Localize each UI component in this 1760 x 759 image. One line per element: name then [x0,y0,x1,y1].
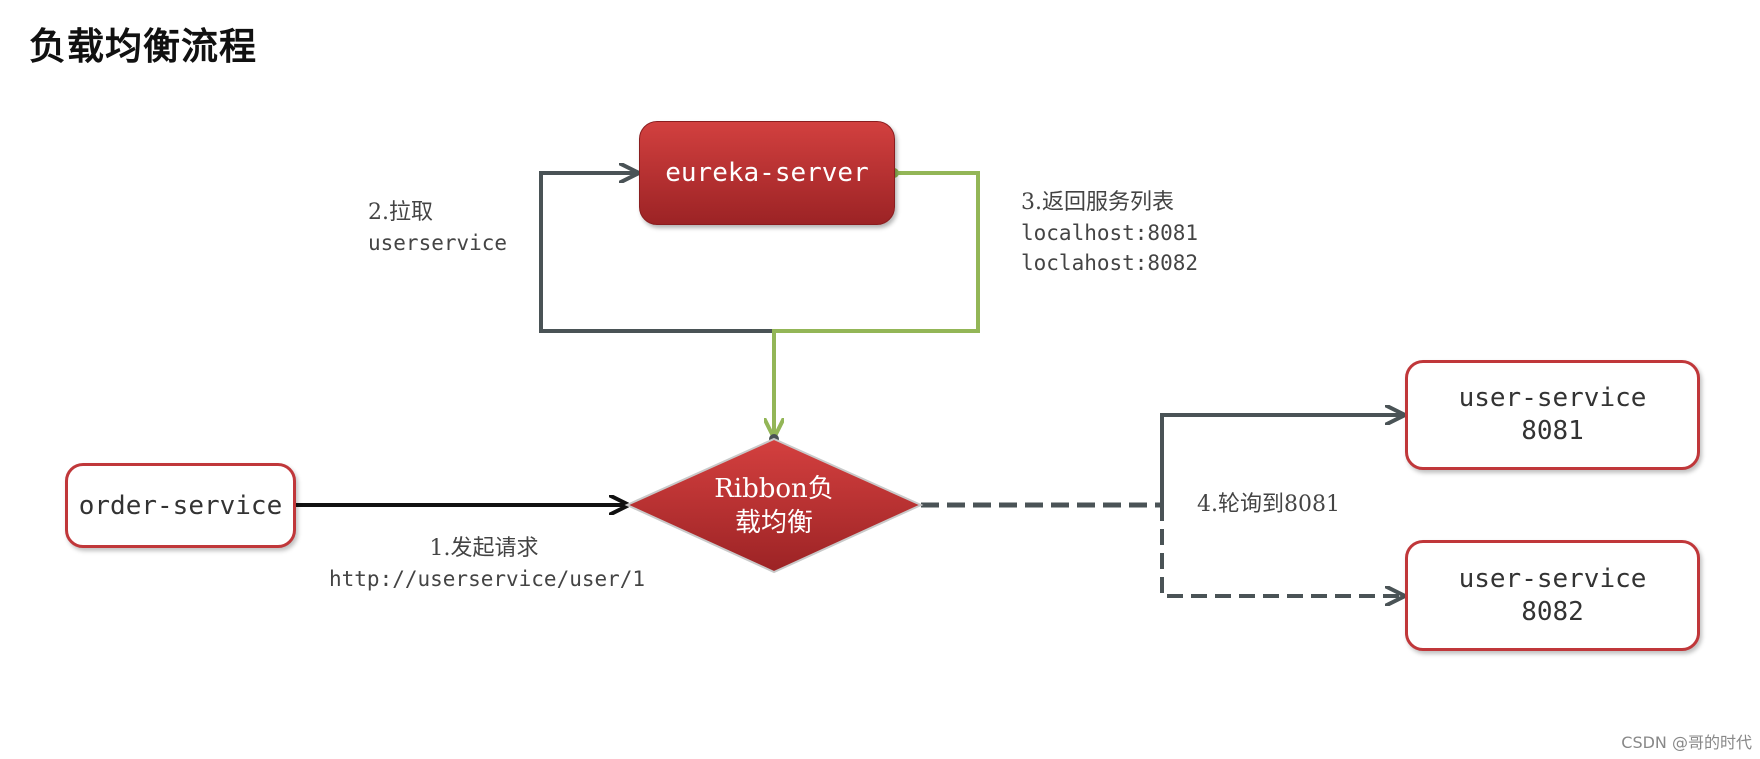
step4-title: 4.轮询到8081 [1197,492,1340,517]
step2-sub: userservice [368,231,508,255]
user-service-8082-port: 8082 [1521,596,1584,627]
user-service-8081-port: 8081 [1521,416,1584,446]
step4-label: 4.轮询到8081 [1197,490,1340,520]
arrow-to-8082 [1160,505,1403,596]
user-service-8081-name: user-service [1458,383,1647,413]
user-service-8082-node: user-service 8082 [1405,540,1700,651]
step3-label: 3.返回服务列表 localhost:8081 loclahost:8082 [1021,188,1198,278]
arrow-to-8081 [1160,415,1403,505]
step3-item1: localhost:8081 [1021,221,1199,245]
ribbon-label-line2: 载均衡 [734,508,813,538]
arrow-pull [539,173,774,333]
step3-item2: loclahost:8082 [1021,251,1199,275]
ribbon-label-line1: Ribbon负 [714,474,834,504]
eureka-server-node: eureka-server [639,121,895,225]
step2-title: 2.拉取 [368,200,433,225]
order-service-node: order-service [65,463,296,548]
step2-label: 2.拉取 userservice [368,198,507,258]
page-title: 负载均衡流程 [29,24,257,68]
step1-label: 1.发起请求 http://userservice/user/1 [329,534,646,594]
ribbon-label: Ribbon负 载均衡 [694,472,854,540]
order-service-label: order-service [78,490,283,521]
arrow-return [774,171,980,436]
ribbon-diamond [624,437,924,574]
step3-title: 3.返回服务列表 [1021,190,1174,215]
user-service-8082-name: user-service [1458,563,1647,594]
watermark: CSDN @哥的时代 [1621,733,1752,752]
eureka-server-label: eureka-server [665,158,869,188]
user-service-8081-node: user-service 8081 [1405,360,1700,470]
step1-title: 1.发起请求 [429,536,539,561]
step1-url: http://userservice/user/1 [329,567,646,591]
